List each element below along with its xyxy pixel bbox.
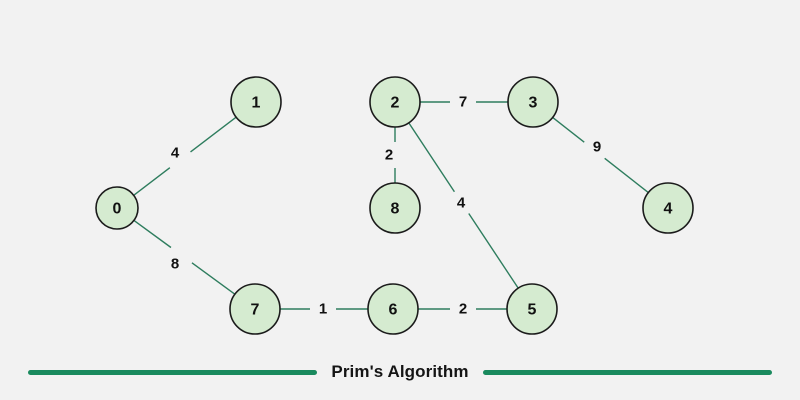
caption-rule-left [28,369,318,375]
edge-weight-label: 4 [171,145,180,162]
graph-node[interactable]: 5 [506,283,558,335]
node-label: 4 [664,201,673,218]
graph-node[interactable]: 3 [507,76,559,128]
caption-text: Prim's Algorithm [331,362,469,381]
graph-edge [191,262,236,295]
edge-labels-layer: 4 8 7 2 4 9 1 2 [171,94,601,318]
graph-edge [408,122,455,193]
graph-node[interactable]: 0 [95,186,139,230]
node-circle[interactable] [369,182,421,234]
graph-edge [190,116,237,153]
node-circle[interactable] [506,283,558,335]
graph-edge [552,116,585,143]
node-circle[interactable] [230,76,282,128]
node-label: 5 [528,302,537,319]
node-circle[interactable] [95,186,139,230]
node-label: 6 [389,302,398,319]
edge-weight-label: 2 [459,301,467,318]
node-label: 7 [251,302,260,319]
node-label: 0 [113,201,122,218]
node-label: 3 [529,95,538,112]
node-circle[interactable] [367,283,419,335]
node-label: 1 [252,95,261,112]
graph-node[interactable]: 1 [230,76,282,128]
edge-weight-label: 7 [459,94,467,111]
caption-bar: Prim's Algorithm [0,362,800,382]
node-circle[interactable] [229,283,281,335]
node-circle[interactable] [369,76,421,128]
edge-weight-label: 8 [171,256,179,273]
node-label: 8 [391,201,400,218]
graph-edge [604,157,649,194]
caption-rule-right [482,369,773,375]
node-label: 2 [391,95,400,112]
graph-edge [133,219,172,249]
edge-weight-label: 9 [593,139,601,156]
graph-node[interactable]: 4 [642,182,694,234]
graph-edge [133,167,171,196]
nodes-layer: 0 1 2 3 4 5 6 7 8 [95,76,694,335]
edge-weight-label: 1 [319,301,327,318]
edges-layer [133,101,649,310]
edge-weight-label: 4 [457,195,466,212]
graph-node[interactable]: 7 [229,283,281,335]
graph-node[interactable]: 2 [369,76,421,128]
node-circle[interactable] [642,182,694,234]
node-circle[interactable] [507,76,559,128]
graph-edge [468,213,519,289]
graph-node[interactable]: 8 [369,182,421,234]
graph-node[interactable]: 6 [367,283,419,335]
edge-weight-label: 2 [385,147,393,164]
